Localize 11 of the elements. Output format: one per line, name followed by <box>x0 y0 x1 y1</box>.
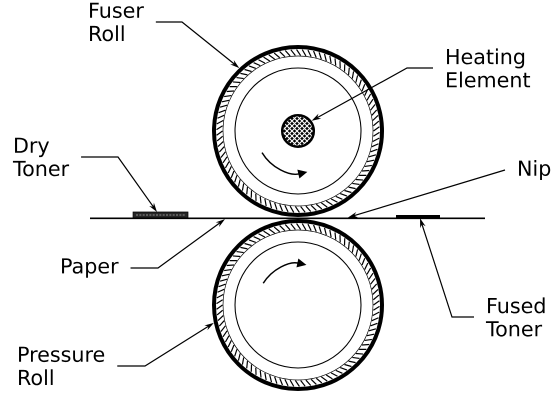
part-label: Paper <box>62 258 119 278</box>
part-label: Fuser Roll <box>90 2 144 42</box>
heating-element <box>280 114 316 148</box>
part-label: Nip <box>519 160 550 180</box>
part-label: Heating Element <box>447 48 530 88</box>
part-label: Dry Toner <box>12 138 70 176</box>
roller <box>212 219 384 391</box>
roller <box>212 45 384 217</box>
toner-strip <box>132 212 188 218</box>
part-label: Fused Toner <box>486 297 545 337</box>
part-label: Pressure Roll <box>19 346 104 386</box>
